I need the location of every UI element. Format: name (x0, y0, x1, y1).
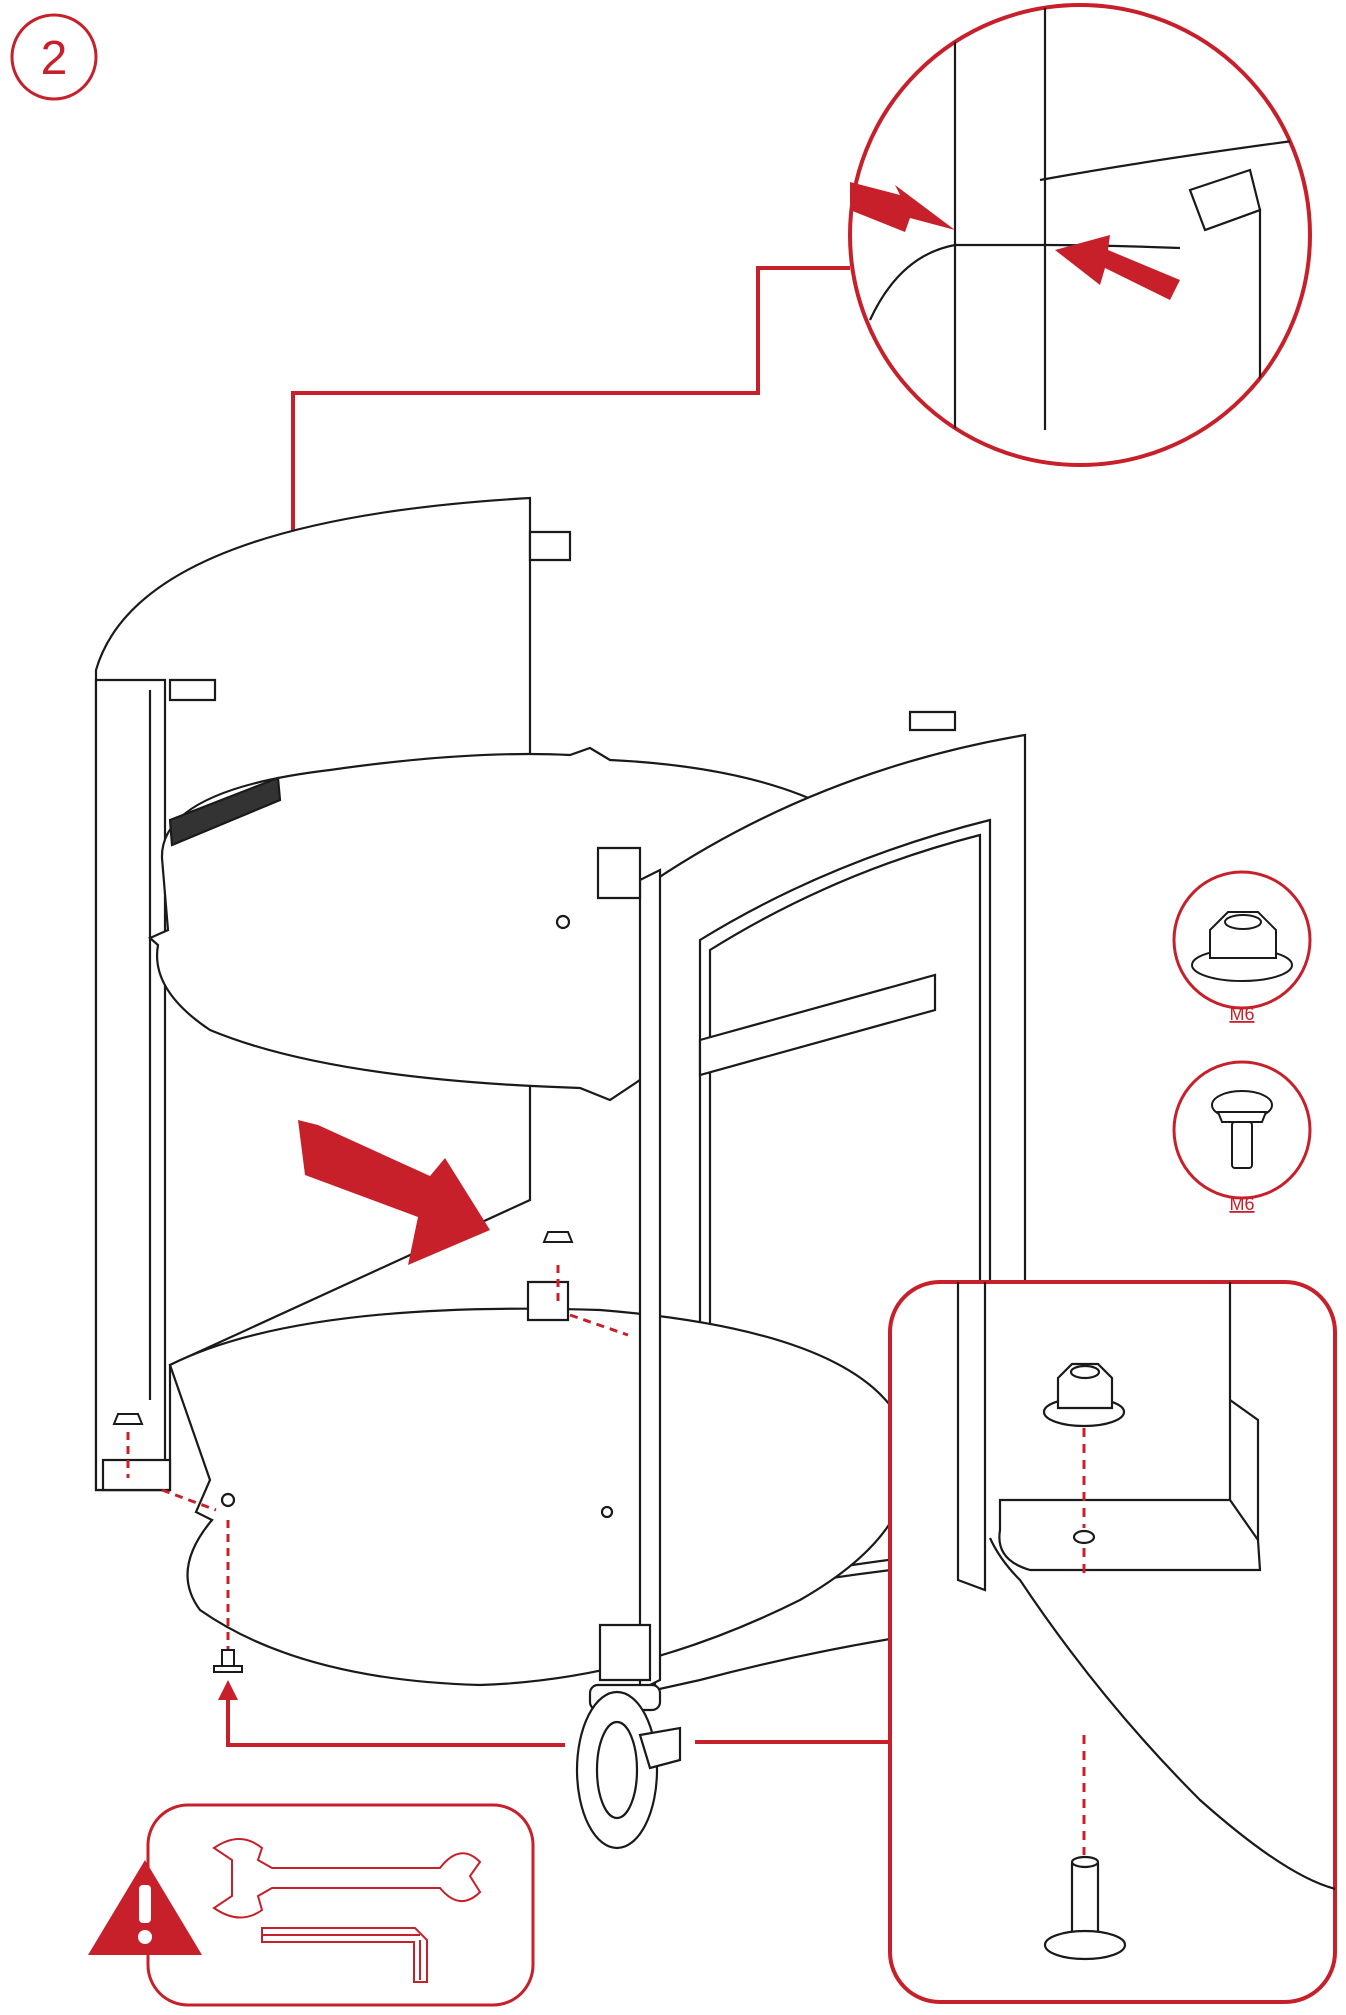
right-pointer-arrow-icon (1055, 235, 1180, 300)
bolt-size-label: M6 (1229, 1194, 1254, 1214)
detail-bolt-icon (1043, 1855, 1127, 1961)
push-direction-arrow-icon (298, 1120, 490, 1265)
flange-nut-icon (1191, 911, 1293, 982)
main-fastener-hints (126, 1265, 629, 1650)
bolt-callout: M6 (1172, 1060, 1312, 1214)
main-nuts (112, 1231, 574, 1673)
step-badge: 2 (10, 13, 98, 101)
fire-pit-stand (94, 496, 1027, 1850)
nut-size-label: M6 (1229, 1004, 1254, 1024)
wrench-icon (212, 1838, 482, 1919)
lower-plate (168, 1307, 910, 1687)
step-number: 2 (41, 32, 68, 85)
warning-triangle-icon (88, 1860, 202, 1955)
bracket-detail-box (888, 1280, 1337, 2004)
tools-box (146, 1803, 535, 2007)
hex-key-icon (261, 1927, 428, 1983)
caster-wheel (575, 1623, 682, 1850)
nut-callout: M6 (1172, 870, 1312, 1024)
top-detail-zoom (848, 3, 1312, 467)
left-pointer-arrow-icon (850, 182, 955, 232)
bolt-icon (1211, 1090, 1273, 1169)
detail-nut-icon (1042, 1362, 1126, 1428)
left-edge-strip (94, 678, 167, 1492)
